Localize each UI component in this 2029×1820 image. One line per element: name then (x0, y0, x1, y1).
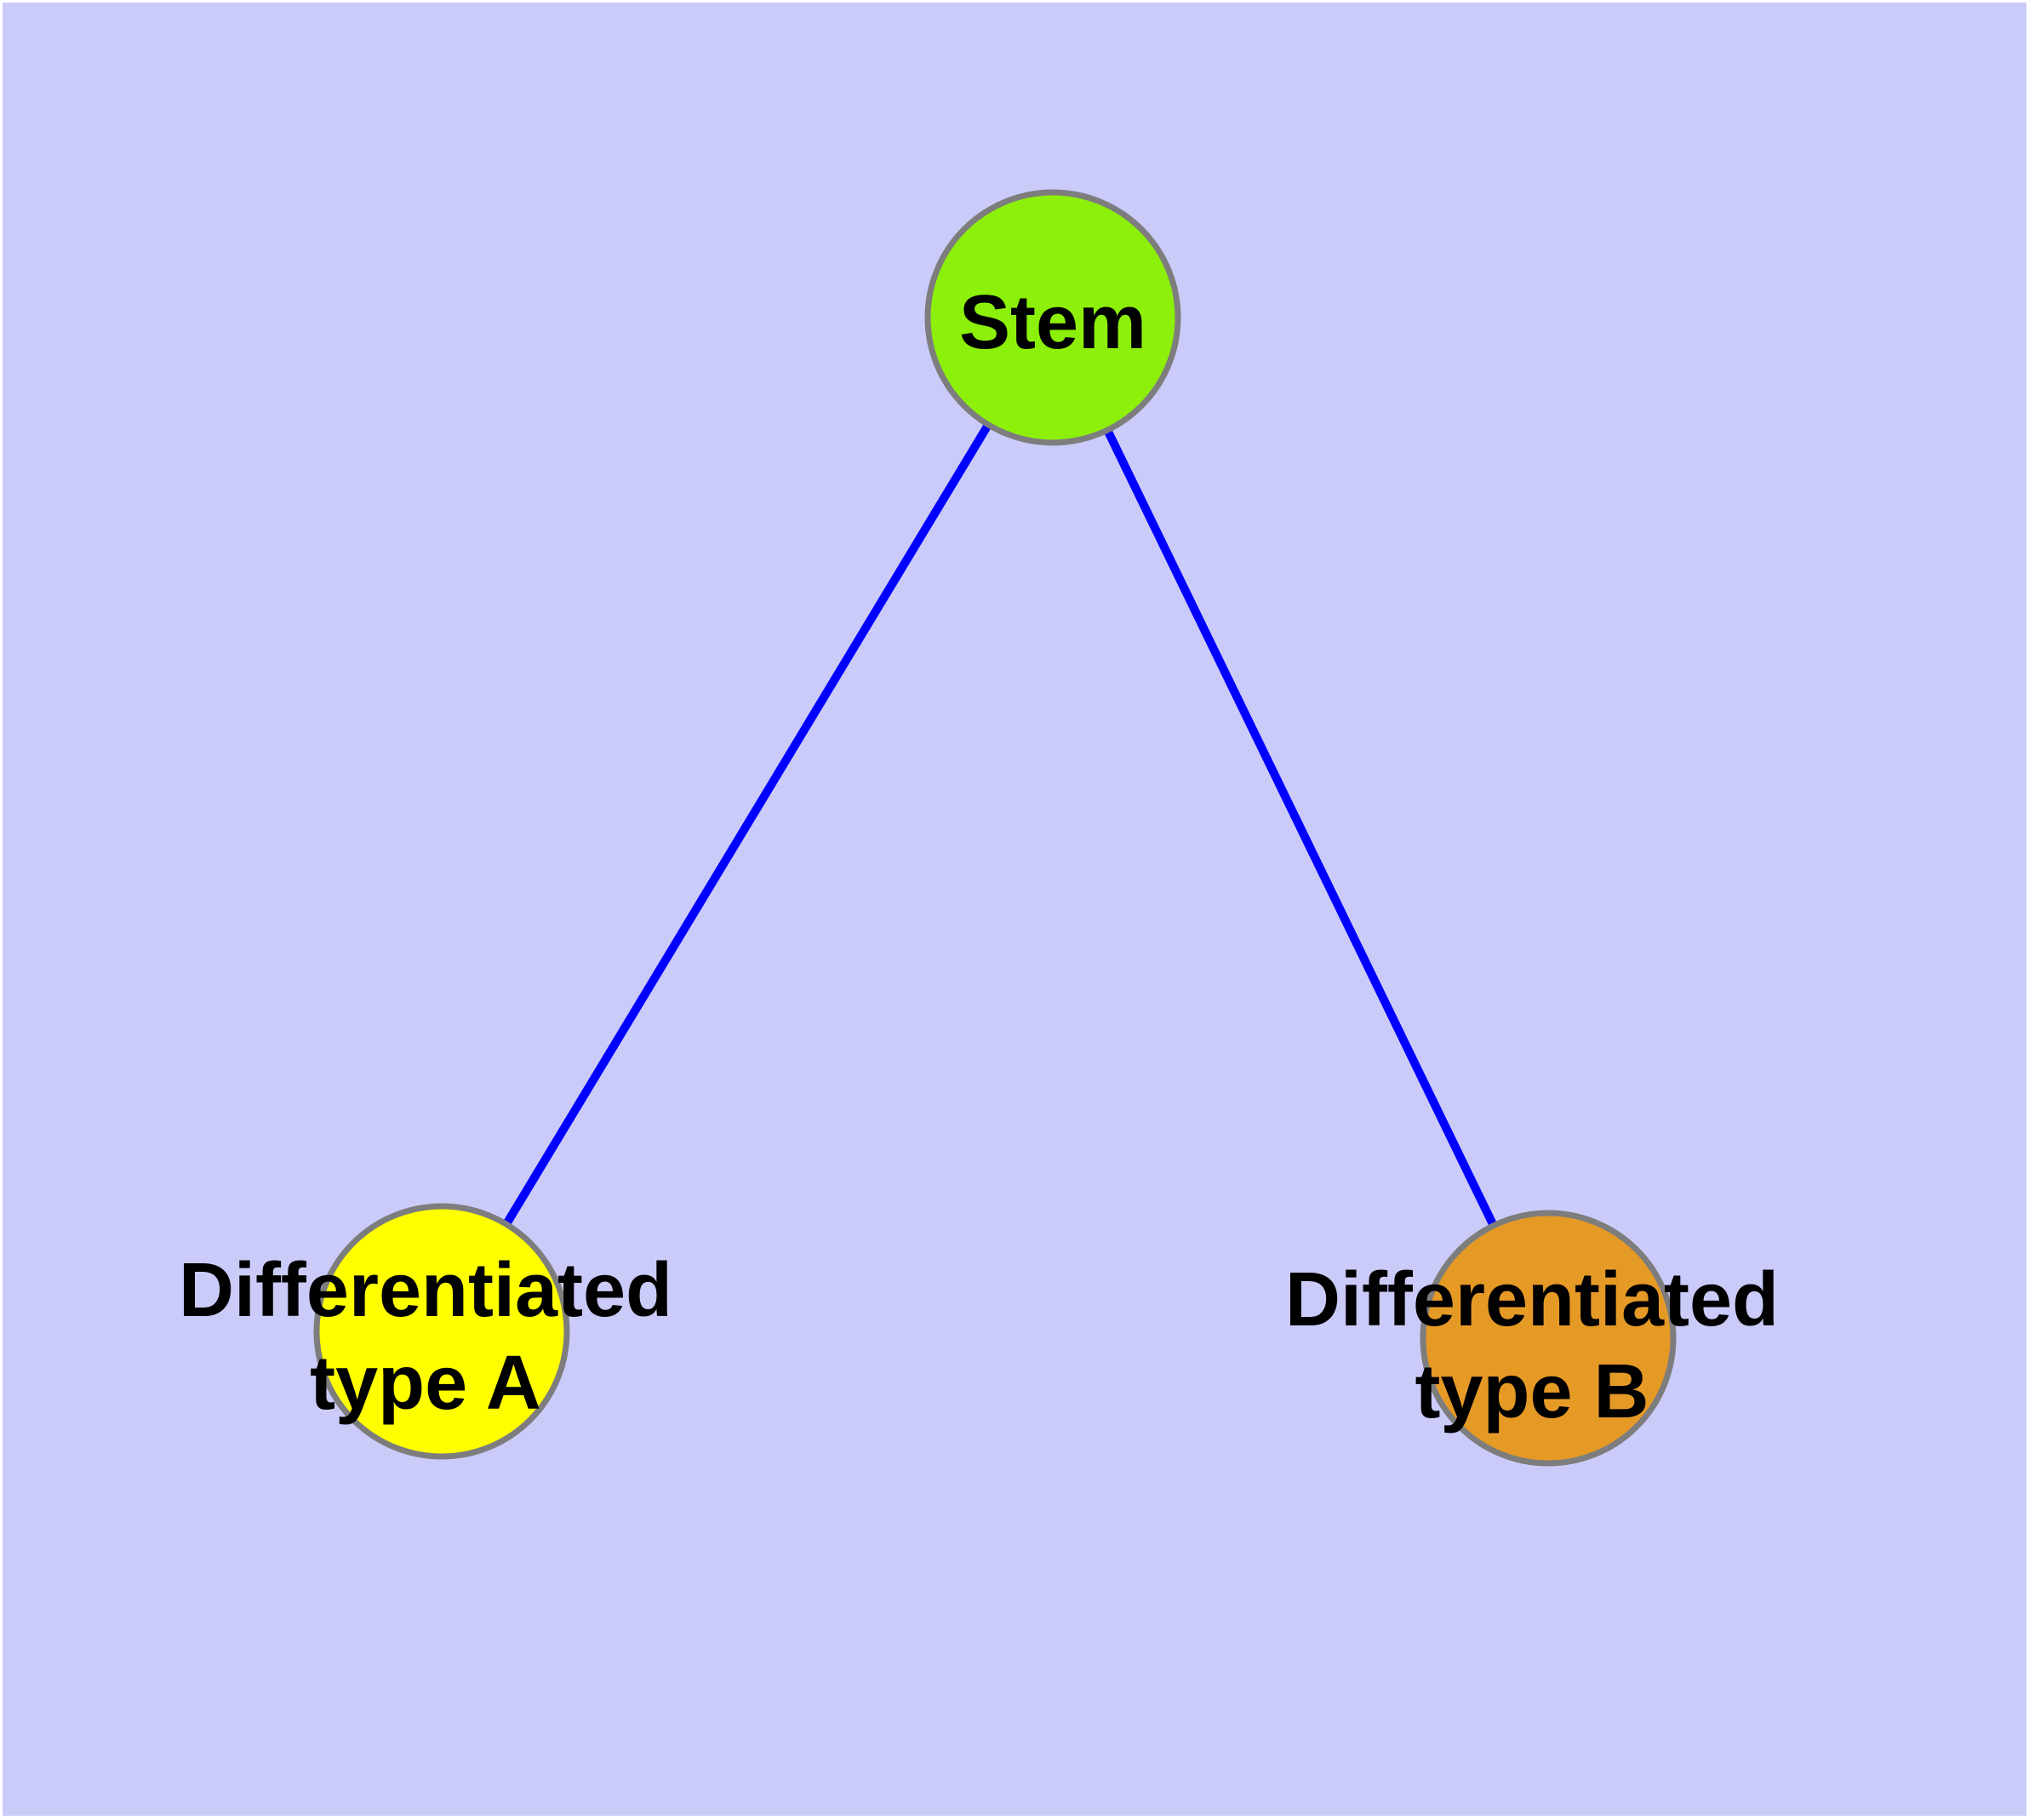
node-differentiated-type-b-label-line2: type B (1415, 1349, 1649, 1434)
node-differentiated-type-b-label-line1: Differentiated (1285, 1257, 1779, 1342)
node-differentiated-type-a: Differentiated type A (179, 1203, 672, 1460)
edge-stem-to-type-b (1049, 315, 1552, 1341)
node-differentiated-type-b-circle (1420, 1210, 1677, 1467)
node-stem: Stem (924, 189, 1181, 446)
node-differentiated-type-a-label-line2: type A (310, 1341, 541, 1426)
node-stem-label: Stem (959, 280, 1146, 365)
edge-stem-to-type-a (437, 315, 1057, 1334)
node-stem-circle (924, 189, 1181, 446)
node-differentiated-type-a-circle (313, 1203, 570, 1460)
edge-group (437, 315, 1552, 1341)
node-differentiated-type-b: Differentiated type B (1285, 1210, 1779, 1467)
node-differentiated-type-a-label-line1: Differentiated (179, 1248, 672, 1333)
